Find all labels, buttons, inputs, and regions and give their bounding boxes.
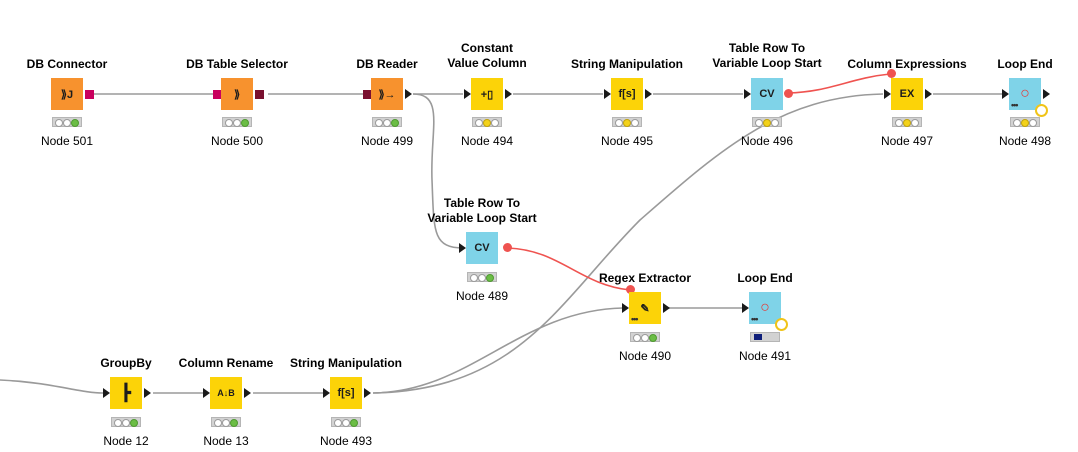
- status-lights: [612, 117, 642, 127]
- loop-end-icon[interactable]: ○ •••: [749, 292, 788, 331]
- loop-start-icon[interactable]: CV: [466, 232, 498, 264]
- regex-extractor-icon[interactable]: ✎ •••: [629, 292, 661, 324]
- node-title: Loop End: [737, 271, 793, 285]
- db-output-port[interactable]: [85, 90, 94, 99]
- status-lights: [222, 117, 252, 127]
- string-manipulation-icon[interactable]: f[s]: [330, 377, 362, 409]
- data-input-port[interactable]: [203, 388, 210, 398]
- status-lights: [372, 117, 402, 127]
- node-label[interactable]: Node 489: [455, 289, 509, 303]
- db-output-port[interactable]: [255, 90, 264, 99]
- data-input-port[interactable]: [464, 89, 471, 99]
- data-output-port[interactable]: [925, 89, 932, 99]
- data-input-port[interactable]: [604, 89, 611, 99]
- db-reader-icon[interactable]: ⟫→: [371, 78, 403, 110]
- status-lights: [892, 117, 922, 127]
- connection-493-497: [372, 93, 884, 394]
- node-label[interactable]: Node 501: [40, 134, 94, 148]
- column-expressions-icon[interactable]: EX: [891, 78, 923, 110]
- node-title: Table Row To Variable Loop Start: [712, 41, 822, 70]
- data-output-port[interactable]: [1043, 89, 1050, 99]
- db-input-port[interactable]: [363, 90, 372, 99]
- loop-start-icon[interactable]: CV: [751, 78, 783, 110]
- node-label[interactable]: Node 491: [738, 349, 792, 363]
- status-executing: [750, 332, 780, 342]
- status-lights: [52, 117, 82, 127]
- data-input-port[interactable]: [884, 89, 891, 99]
- node-title: Constant Value Column: [447, 41, 527, 70]
- node-label[interactable]: Node 498: [998, 134, 1052, 148]
- node-title: String Manipulation: [571, 57, 683, 71]
- data-input-port[interactable]: [742, 303, 749, 313]
- node-title: DB Table Selector: [186, 57, 288, 71]
- status-lights: [211, 417, 241, 427]
- node-label[interactable]: Node 494: [460, 134, 514, 148]
- more-icon: •••: [631, 314, 639, 324]
- status-lights: [472, 117, 502, 127]
- more-icon: •••: [1011, 100, 1019, 110]
- variable-output-port[interactable]: [784, 89, 793, 98]
- node-title: GroupBy: [100, 356, 152, 370]
- status-lights: [752, 117, 782, 127]
- connection-493-490: [372, 307, 624, 394]
- constant-value-column-icon[interactable]: +▯: [471, 78, 503, 110]
- data-output-port[interactable]: [663, 303, 670, 313]
- node-label[interactable]: Node 499: [360, 134, 414, 148]
- data-output-port[interactable]: [144, 388, 151, 398]
- node-label[interactable]: Node 12: [103, 434, 149, 448]
- db-input-port[interactable]: [213, 90, 222, 99]
- node-title: DB Connector: [26, 57, 108, 71]
- more-icon: •••: [751, 314, 759, 324]
- node-label[interactable]: Node 500: [210, 134, 264, 148]
- string-manipulation-icon[interactable]: f[s]: [611, 78, 643, 110]
- data-output-port[interactable]: [405, 89, 412, 99]
- data-input-port[interactable]: [622, 303, 629, 313]
- data-output-port[interactable]: [645, 89, 652, 99]
- data-input-port[interactable]: [459, 243, 466, 253]
- data-output-port[interactable]: [244, 388, 251, 398]
- node-label[interactable]: Node 496: [740, 134, 794, 148]
- db-connector-icon[interactable]: ⟫J: [51, 78, 83, 110]
- data-input-port[interactable]: [1002, 89, 1009, 99]
- node-title: Column Rename: [178, 356, 274, 370]
- connection-input-12: [0, 379, 104, 394]
- data-input-port[interactable]: [103, 388, 110, 398]
- node-title: String Manipulation: [290, 356, 402, 370]
- db-table-selector-icon[interactable]: ⟫: [221, 78, 253, 110]
- variable-connection-496-497: [787, 73, 891, 94]
- variable-input-port[interactable]: [626, 285, 635, 294]
- node-label[interactable]: Node 495: [600, 134, 654, 148]
- node-label[interactable]: Node 497: [880, 134, 934, 148]
- status-lights: [467, 272, 497, 282]
- loop-badge-icon: [775, 318, 788, 331]
- node-label[interactable]: Node 13: [203, 434, 249, 448]
- variable-connection-489-490: [507, 247, 631, 291]
- status-lights: [111, 417, 141, 427]
- node-label[interactable]: Node 490: [618, 349, 672, 363]
- loop-end-icon[interactable]: ○ •••: [1009, 78, 1048, 117]
- column-rename-icon[interactable]: A↓B: [210, 377, 242, 409]
- variable-output-port[interactable]: [503, 243, 512, 252]
- data-output-port[interactable]: [505, 89, 512, 99]
- node-title: Column Expressions: [847, 57, 967, 71]
- groupby-icon[interactable]: ┣: [110, 377, 142, 409]
- connection-499-489: [412, 93, 464, 249]
- status-lights: [331, 417, 361, 427]
- node-title: Table Row To Variable Loop Start: [427, 196, 537, 225]
- data-output-port[interactable]: [364, 388, 371, 398]
- status-lights: [1010, 117, 1040, 127]
- node-label[interactable]: Node 493: [319, 434, 373, 448]
- status-lights: [630, 332, 660, 342]
- data-input-port[interactable]: [323, 388, 330, 398]
- variable-input-port[interactable]: [887, 69, 896, 78]
- node-title: Loop End: [997, 57, 1053, 71]
- loop-badge-icon: [1035, 104, 1048, 117]
- data-input-port[interactable]: [744, 89, 751, 99]
- node-title: DB Reader: [356, 57, 418, 71]
- node-title: Regex Extractor: [598, 271, 692, 285]
